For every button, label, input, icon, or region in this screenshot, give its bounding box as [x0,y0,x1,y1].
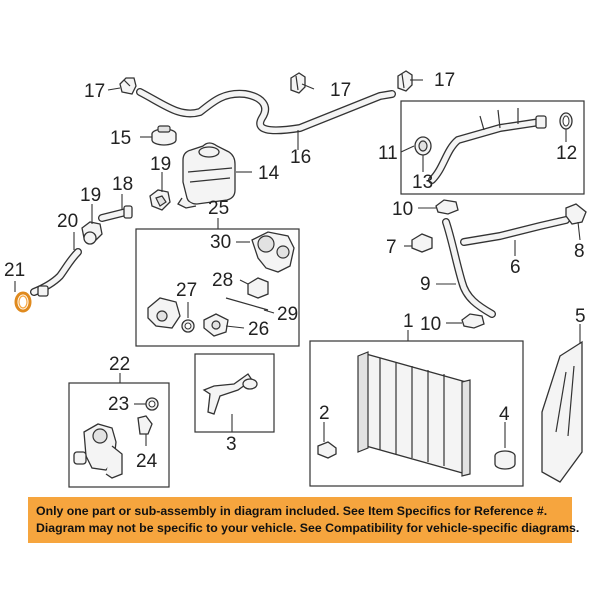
callout-13: 13 [412,172,433,193]
disclaimer-banner: Only one part or sub-assembly in diagram… [28,497,580,543]
reservoir-cap-part-15 [151,125,177,146]
callout-6: 6 [510,257,521,278]
assembly-box-part-11 [400,100,585,195]
callout-10-top: 10 [392,199,413,220]
callout-29: 29 [277,304,298,325]
sensor-part-19-top [149,189,171,211]
callout-27: 27 [176,280,197,301]
clamp-part-13 [414,136,432,156]
leader-lines [14,79,581,448]
bracket-part-3 [202,373,258,415]
callout-16: 16 [290,147,311,168]
insulator-part-4 [494,450,516,470]
air-baffle-part-5 [541,340,583,483]
seal-part-21-highlighted [14,291,32,313]
clamp-part-20 [83,231,97,245]
pin-part-29 [225,297,269,311]
hose-part-9 [442,218,496,318]
callout-24: 24 [136,451,158,472]
callout-12: 12 [556,143,577,164]
callout-3: 3 [226,434,237,455]
callout-8: 8 [574,241,585,262]
callout-21: 21 [4,260,25,281]
callout-19-left: 19 [80,185,101,206]
callout-11: 11 [378,143,398,164]
callout-23: 23 [108,394,129,415]
callout-7: 7 [386,237,397,258]
callout-18: 18 [112,174,133,195]
callout-19-top: 19 [150,154,171,175]
clamp-part-10-top [435,199,459,215]
disclaimer-line-2: Diagram may not be specific to your vehi… [36,521,580,535]
hose-clip-part-17-middle [290,72,306,94]
water-pipe-part-11 [428,108,547,184]
callout-1: 1 [403,311,414,332]
gasket-part-26 [203,313,229,337]
overflow-hose-part-16 [136,88,396,135]
callout-4: 4 [499,404,510,425]
callout-10-bottom: 10 [420,314,441,335]
assembly-box-part-3 [194,353,275,433]
radiator-part-1 [357,351,471,477]
clamp-part-10-bottom [461,313,485,329]
hose-clip-part-17-right [397,70,413,92]
callout-5: 5 [575,306,586,327]
callout-26: 26 [248,319,269,340]
callout-30: 30 [210,232,231,253]
hose-part-6 [460,216,570,246]
housing-part-30 [251,231,295,273]
callout-14: 14 [258,163,280,184]
callout-25: 25 [208,198,229,219]
assembly-box-part-1 [309,340,524,487]
callout-17-left: 17 [84,81,105,102]
gasket-part-24 [137,415,153,435]
hose-clip-part-17-left [119,77,137,95]
fitting-part-8 [565,203,587,225]
callout-17-right: 17 [434,70,455,91]
disclaimer-line-1: Only one part or sub-assembly in diagram… [36,504,548,518]
pipe-part-18 [98,205,133,222]
o-ring-part-27 [181,319,195,333]
callout-2: 2 [319,403,330,424]
clamp-part-7 [411,233,433,253]
outlet-housing-part-22 [73,423,123,479]
callout-9: 9 [420,274,431,295]
o-ring-part-23 [145,397,159,411]
drain-plug-part-2 [317,441,337,459]
assembly-box-part-22 [68,382,170,488]
coolant-reservoir-part-14 [177,142,236,209]
seal-part-12 [559,112,573,130]
callout-28: 28 [212,270,233,291]
hose-part-21 [30,248,82,297]
callout-20: 20 [57,211,78,232]
callout-numbers: 17 17 17 15 19 14 16 11 13 12 18 19 20 2… [4,70,586,472]
callout-15: 15 [110,128,131,149]
sensor-part-28 [247,277,269,299]
housing-body-part-25 [147,297,181,329]
callout-17-middle: 17 [330,80,351,101]
callout-22: 22 [109,354,130,375]
